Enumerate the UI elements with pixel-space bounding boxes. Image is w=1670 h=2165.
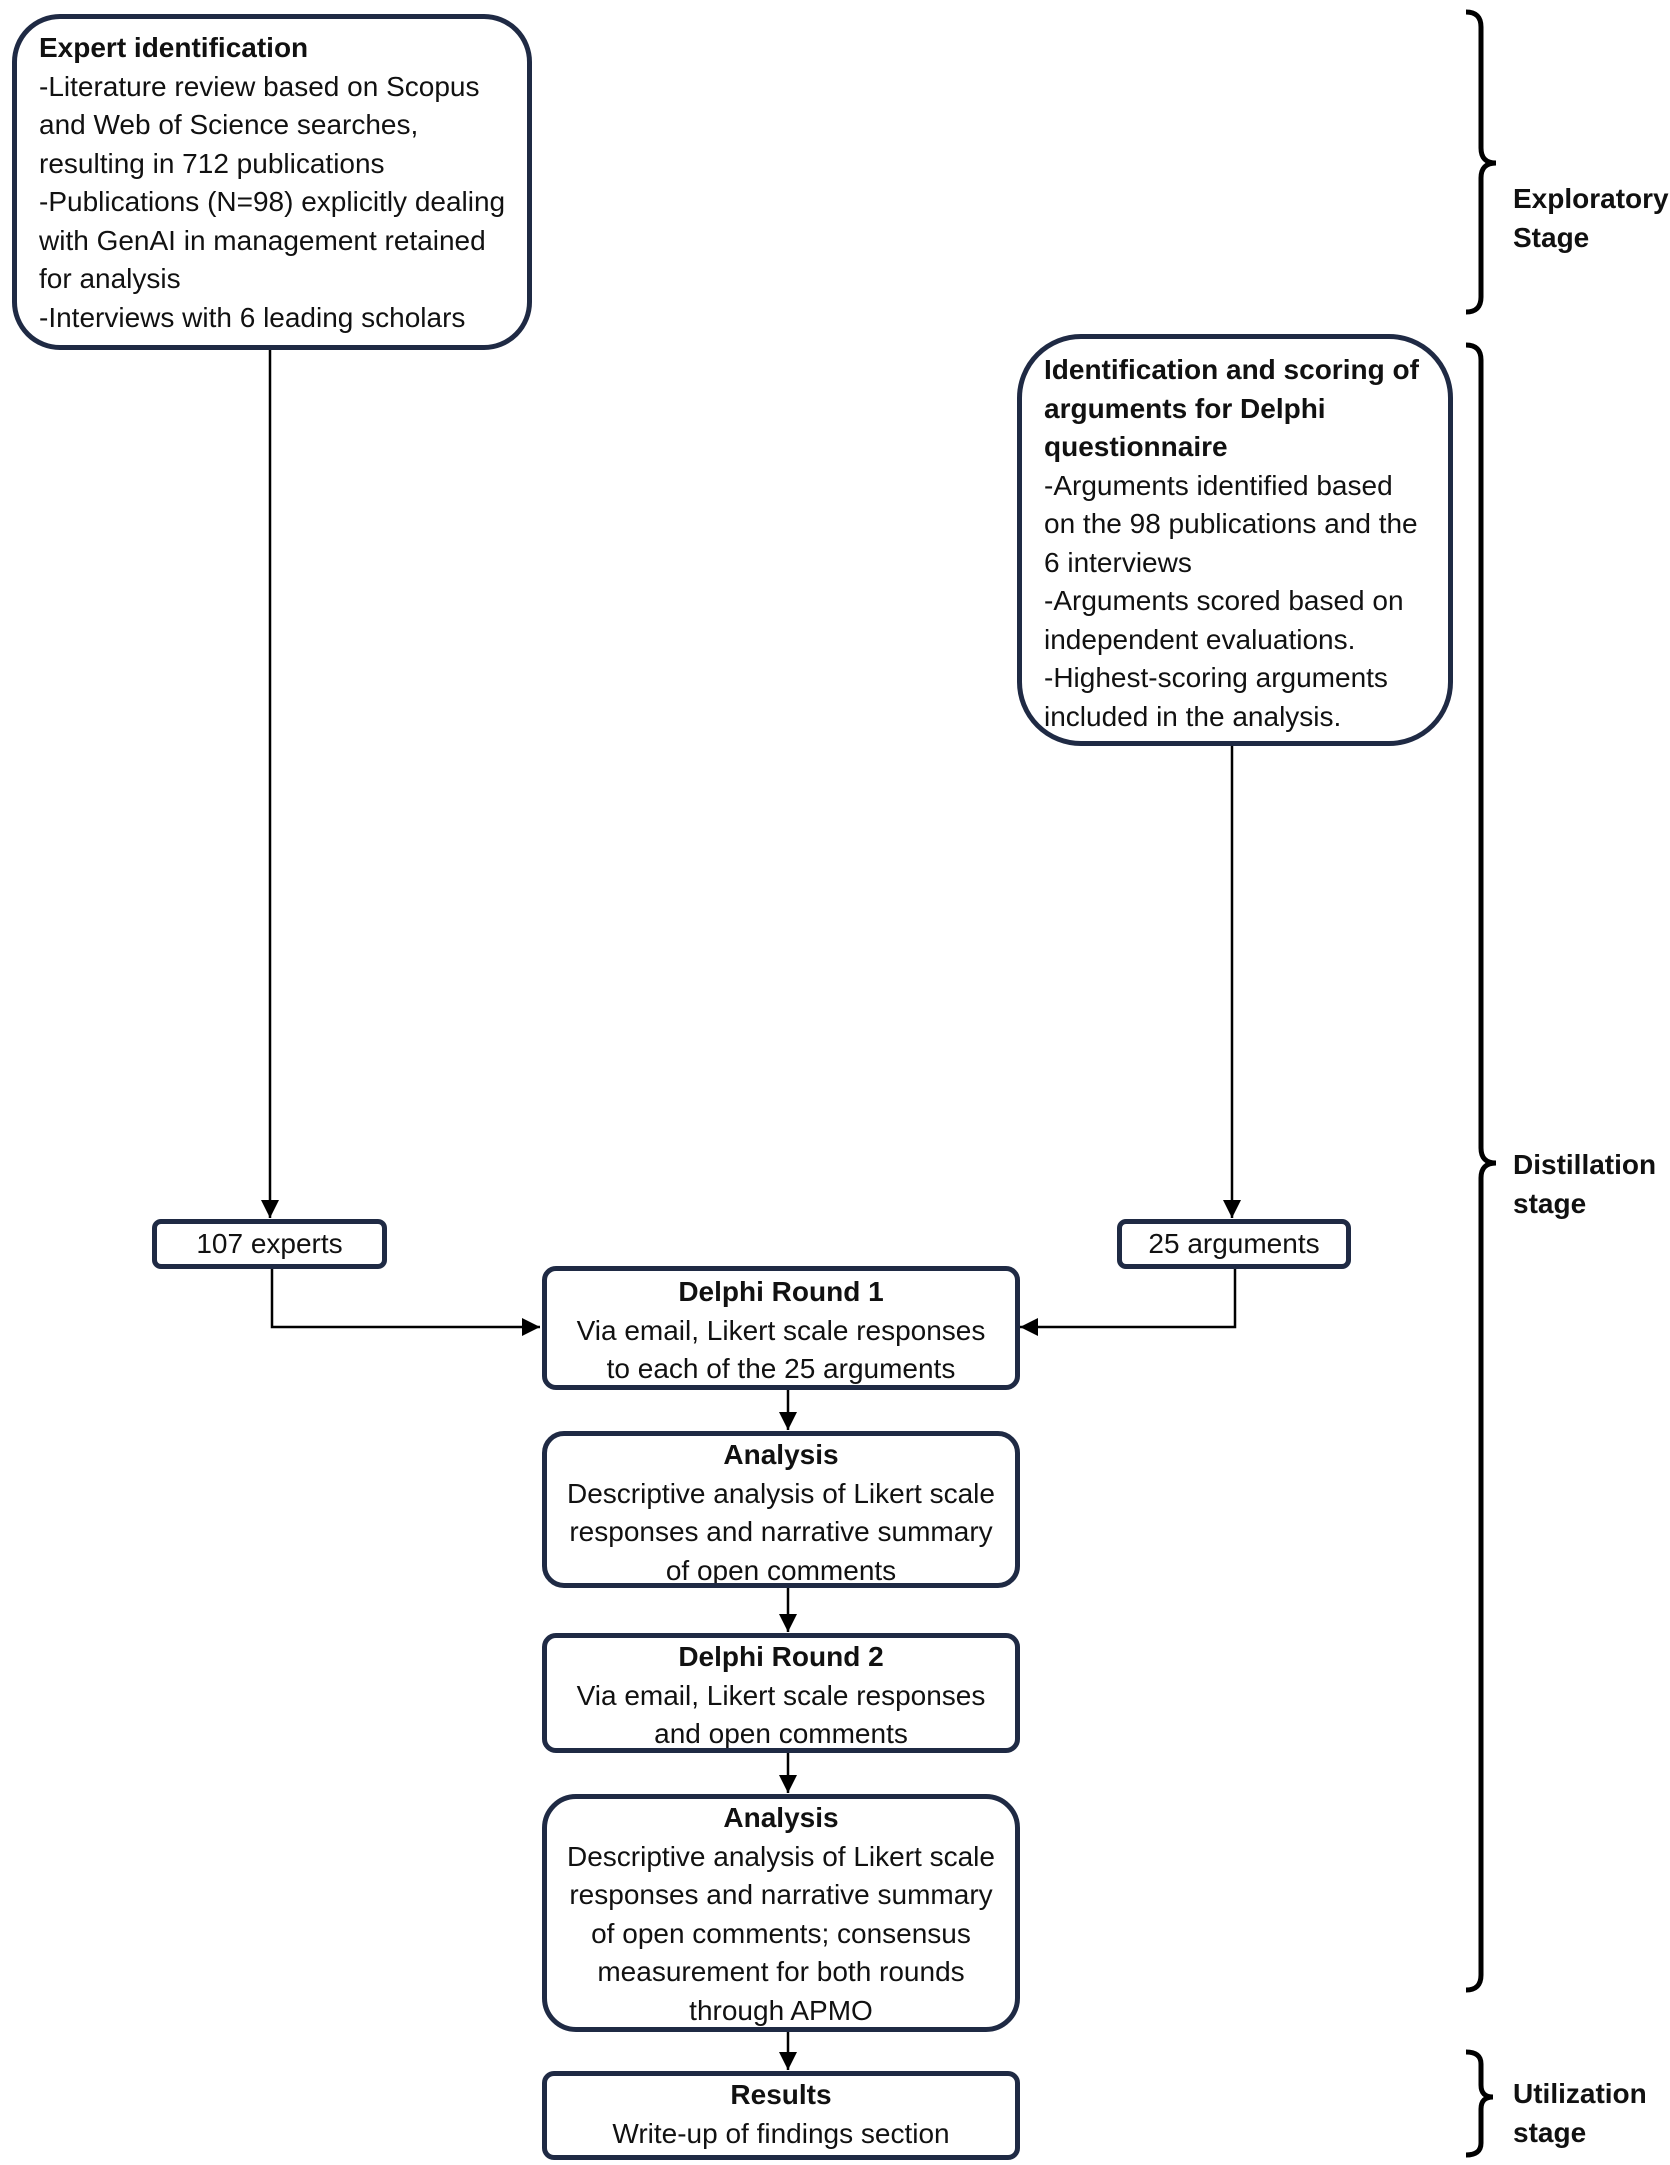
stage-label-exploratory-line: Exploratory [1513, 183, 1669, 214]
connector-experts-to-round1 [270, 1268, 540, 1336]
expert-identification-line: and Web of Science searches, [39, 109, 419, 140]
stage-label-distillation: Distillation stage [1513, 1146, 1656, 1223]
argument-identification-title: questionnaire [1044, 431, 1228, 462]
argument-identification-line: -Highest-scoring arguments [1044, 662, 1388, 693]
expert-identification-title: Expert identification [39, 32, 309, 63]
experts-count-box: 107 experts [152, 1219, 387, 1269]
delphi-round-2-line: Via email, Likert scale responses [576, 1679, 986, 1711]
arguments-count-label: 25 arguments [1148, 1228, 1320, 1259]
brace-utilization [1465, 2049, 1494, 2158]
results-box: Results Write-up of findings section [542, 2071, 1020, 2160]
delphi-round-2-box: Delphi Round 2 Via email, Likert scale r… [542, 1633, 1020, 1753]
delphi-round-1-line: Via email, Likert scale responses [576, 1314, 986, 1346]
connector-arguments-to-round1 [1020, 1268, 1237, 1336]
delphi-round-2-title: Delphi Round 2 [678, 1641, 884, 1672]
stage-label-utilization-line: Utilization [1513, 2078, 1647, 2109]
argument-identification-line: on the 98 publications and the [1044, 508, 1418, 539]
argument-identification-title: Identification and scoring of [1044, 354, 1419, 385]
expert-identification-line: -Interviews with 6 leading scholars [39, 301, 466, 333]
analysis-2-line: measurement for both rounds [597, 1956, 965, 1987]
analysis-1-title: Analysis [723, 1439, 839, 1470]
delphi-round-2-line: and open comments [654, 1718, 908, 1749]
brace-exploratory [1465, 9, 1497, 315]
arguments-count-box: 25 arguments [1117, 1219, 1351, 1269]
analysis-1-line: of open comments [665, 1554, 897, 1586]
argument-identification-box: Identification and scoring of arguments … [1017, 334, 1453, 746]
analysis-2-title: Analysis [723, 1802, 839, 1833]
expert-identification-line: resulting in 712 publications [39, 147, 385, 179]
argument-identification-line: included in the analysis. [1044, 700, 1342, 732]
experts-count-label: 107 experts [196, 1228, 343, 1259]
argument-identification-line: 6 interviews [1044, 546, 1192, 578]
analysis-1-box: Analysis Descriptive analysis of Likert … [542, 1431, 1020, 1588]
delphi-round-1-title: Delphi Round 1 [678, 1276, 884, 1307]
brace-distillation [1465, 342, 1497, 1993]
analysis-2-line: through APMO [689, 1994, 873, 2026]
analysis-1-line: Descriptive analysis of Likert scale [567, 1477, 995, 1509]
expert-identification-line: -Literature review based on Scopus [39, 70, 480, 102]
stage-label-exploratory: Exploratory Stage [1513, 180, 1669, 257]
expert-identification-line: -Publications (N=98) explicitly dealing [39, 186, 506, 217]
stage-label-distillation-line: stage [1513, 1187, 1587, 1219]
stage-label-utilization: Utilization stage [1513, 2075, 1647, 2152]
argument-identification-line: independent evaluations. [1044, 623, 1356, 655]
expert-identification-box: Expert identification -Literature review… [12, 14, 532, 350]
argument-identification-title: arguments for Delphi [1044, 392, 1326, 424]
stage-label-exploratory-line: Stage [1513, 221, 1590, 253]
stage-label-utilization-line: stage [1513, 2116, 1587, 2148]
argument-identification-line: -Arguments identified based [1044, 469, 1393, 501]
argument-identification-line: -Arguments scored based on [1044, 585, 1404, 616]
analysis-2-line: of open comments; consensus [591, 1917, 971, 1949]
stage-label-distillation-line: Distillation [1513, 1149, 1657, 1180]
delphi-round-1-box: Delphi Round 1 Via email, Likert scale r… [542, 1266, 1020, 1390]
analysis-2-line: responses and narrative summary [569, 1879, 993, 1910]
analysis-1-line: responses and narrative summary [569, 1516, 993, 1547]
results-title: Results [730, 2079, 832, 2110]
expert-identification-line: for analysis [39, 263, 181, 294]
results-line: Write-up of findings section [612, 2117, 950, 2149]
analysis-2-box: Analysis Descriptive analysis of Likert … [542, 1794, 1020, 2032]
analysis-2-line: Descriptive analysis of Likert scale [567, 1840, 995, 1872]
delphi-round-1-line: to each of the 25 arguments [606, 1353, 956, 1384]
expert-identification-line: with GenAI in management retained [39, 224, 486, 256]
